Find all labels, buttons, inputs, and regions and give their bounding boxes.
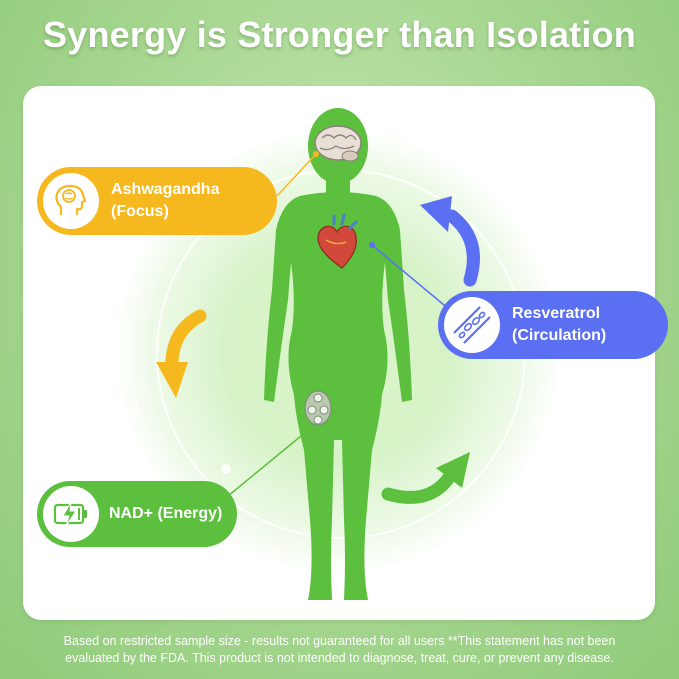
heart-icon <box>317 213 358 269</box>
nad-label: NAD+ (Energy) <box>37 481 237 547</box>
connector-brain <box>276 153 317 197</box>
connector-cell <box>227 426 313 497</box>
nad-name: NAD+ (Energy) <box>109 505 223 522</box>
human-body-figure <box>264 108 412 600</box>
ashwagandha-label: Ashwagandha (Focus) <box>37 167 277 235</box>
connector-heart <box>371 244 451 311</box>
disclaimer-line-1: Based on restricted sample size - result… <box>63 634 616 648</box>
cell-icon <box>304 390 332 426</box>
disclaimer-text: Based on restricted sample size - result… <box>0 633 679 667</box>
page-title: Synergy is Stronger than Isolation <box>43 14 636 55</box>
cycle-arrow-yellow <box>156 309 207 398</box>
resveratrol-benefit: (Circulation) <box>512 327 607 344</box>
cycle-arrow-blue <box>420 196 480 287</box>
battery-charge-icon <box>43 486 99 542</box>
blood-vessel-icon <box>444 297 500 353</box>
ashwagandha-benefit: (Focus) <box>111 203 169 220</box>
cycle-arrow-green <box>381 452 470 504</box>
brain-head-icon <box>43 173 99 229</box>
resveratrol-name: Resveratrol <box>512 305 601 322</box>
disclaimer-line-2: evaluated by the FDA. This product is no… <box>65 651 614 665</box>
ashwagandha-name: Ashwagandha <box>111 181 220 198</box>
brain-icon <box>314 125 362 162</box>
resveratrol-label: Resveratrol (Circulation) <box>438 291 668 359</box>
